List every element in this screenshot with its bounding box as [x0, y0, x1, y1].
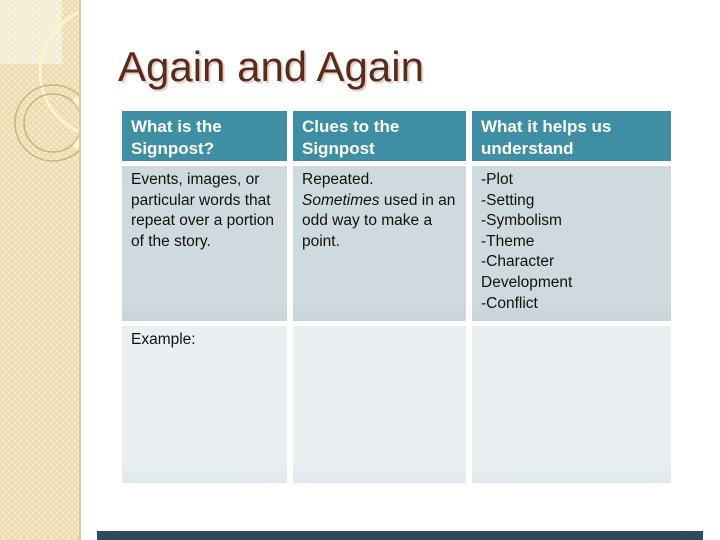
band-highlight — [0, 0, 62, 64]
understand-items: -Plot -Setting -Symbolism -Theme -Charac… — [481, 170, 665, 314]
table-header-helps-understand: What it helps us understand — [472, 111, 671, 161]
list-item: -Symbolism — [481, 212, 562, 230]
clues-line1: Repeated. — [302, 171, 374, 188]
signpost-table: What is the Signpost? Clues to the Signp… — [122, 111, 671, 483]
clues-rest: used in an odd way to make a point. — [302, 191, 456, 250]
side-ornament-band — [0, 0, 81, 540]
clues-italic-word: Sometimes — [302, 191, 380, 209]
list-item: -Character Development — [481, 253, 573, 292]
cell-example-label: Example: — [122, 326, 287, 483]
cell-clues: Repeated. Sometimes used in an odd way t… — [293, 166, 466, 321]
example-label: Example: — [131, 331, 196, 348]
list-item: -Conflict — [481, 294, 538, 312]
list-item: -Setting — [481, 191, 535, 209]
clues-line2: Sometimes used in an odd way to make a p… — [302, 191, 460, 253]
cell-definition: Events, images, or particular words that… — [122, 166, 287, 321]
list-item: -Plot — [481, 171, 513, 188]
table-header-clues: Clues to the Signpost — [293, 111, 466, 161]
definition-text: Events, images, or particular words that… — [131, 171, 275, 250]
slide-title: Again and Again — [118, 43, 424, 90]
bottom-bar — [97, 531, 703, 540]
cell-example-clues-empty — [293, 326, 466, 483]
cell-example-understand-empty — [472, 326, 671, 483]
cell-understand-list: -Plot -Setting -Symbolism -Theme -Charac… — [472, 166, 671, 321]
list-item: -Theme — [481, 232, 535, 250]
table-header-what-is-signpost: What is the Signpost? — [122, 111, 287, 161]
circles-ornament-icon — [14, 10, 79, 162]
